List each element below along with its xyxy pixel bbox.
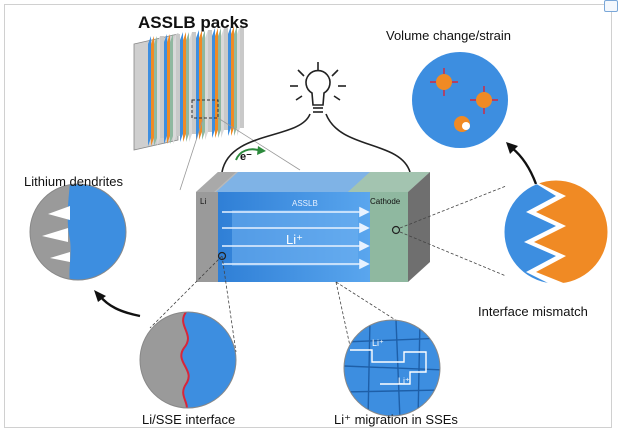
pack-slab-layer <box>231 26 234 136</box>
pack-slab-layer <box>228 26 231 136</box>
li-sse-interface-circle <box>139 311 237 409</box>
cathode-face <box>370 192 408 282</box>
pack-slab-layer <box>154 36 157 146</box>
pack-slab-layer <box>189 32 192 142</box>
migration-ion-2: Li⁺ <box>398 376 410 386</box>
pack-slab-layer <box>148 36 151 146</box>
pack-slab-layer <box>186 32 189 142</box>
asslb-packs-stack <box>133 26 244 151</box>
pack-slab-layer <box>215 28 218 138</box>
circuit-wires <box>221 113 411 173</box>
interface-label: Li/SSE interface <box>142 412 235 427</box>
asslb-cell <box>196 172 430 282</box>
pack-slab-layer <box>170 34 173 144</box>
pack-slab-layer <box>199 30 202 140</box>
pack-slab-layer <box>164 34 167 144</box>
mismatch-arrow <box>506 142 538 185</box>
packs-title: ASSLB packs <box>138 13 249 32</box>
cell-li-ion-label: Li⁺ <box>286 232 303 247</box>
figure-frame <box>4 4 612 428</box>
pack-selection-box <box>191 99 219 119</box>
pack-slab-layer <box>157 36 160 146</box>
pack-slab-layer <box>183 32 186 142</box>
electron-arrow <box>235 146 266 161</box>
expand-icon[interactable] <box>604 0 618 12</box>
pack-slab-layer <box>221 28 224 138</box>
pack-slab-layer <box>167 34 170 144</box>
pack-slab-layer <box>196 30 199 140</box>
cathode-marker <box>391 225 401 235</box>
pack-slab-layer <box>202 30 205 140</box>
cell-li-label: Li <box>200 197 206 206</box>
pack-slab-layer <box>151 36 154 146</box>
pack-slab-face <box>160 36 164 138</box>
pack-slab-layer <box>218 28 221 138</box>
pack-slab-face <box>224 28 228 130</box>
interface-mismatch-circle <box>503 179 609 285</box>
pack-slab-layer <box>212 28 215 138</box>
pack-slab-layer <box>234 26 237 136</box>
volume-label: Volume change/strain <box>386 28 511 43</box>
volume-change-circle <box>412 52 508 148</box>
cell-cathode-label: Cathode <box>370 197 401 206</box>
pack-slab-face <box>240 26 244 128</box>
lithium-dendrites-circle <box>29 183 127 281</box>
pack-slab-face <box>192 32 196 134</box>
pack-slab-layer <box>180 32 183 142</box>
pack-slab-layer <box>237 26 240 136</box>
electron-label: e⁻ <box>240 151 252 163</box>
dendrites-label: Lithium dendrites <box>24 174 123 189</box>
pack-slab-layer <box>205 30 208 140</box>
lightbulb-icon <box>290 62 346 113</box>
cell-assb-label: ASSLB <box>292 199 318 208</box>
pack-projection-lines <box>179 115 301 191</box>
pack-slab-face <box>176 34 180 136</box>
dendrite-arrow <box>94 290 141 318</box>
migration-ion-1: Li⁺ <box>372 338 384 348</box>
mismatch-label: Interface mismatch <box>478 304 588 319</box>
interface-marker <box>217 251 227 261</box>
li-migration-circle <box>343 319 441 417</box>
pack-slab-layer <box>173 34 176 144</box>
pack-slab-face <box>208 30 212 132</box>
lithium-anode-face <box>196 192 218 282</box>
migration-label: Li⁺ migration in SSEs <box>334 412 458 427</box>
